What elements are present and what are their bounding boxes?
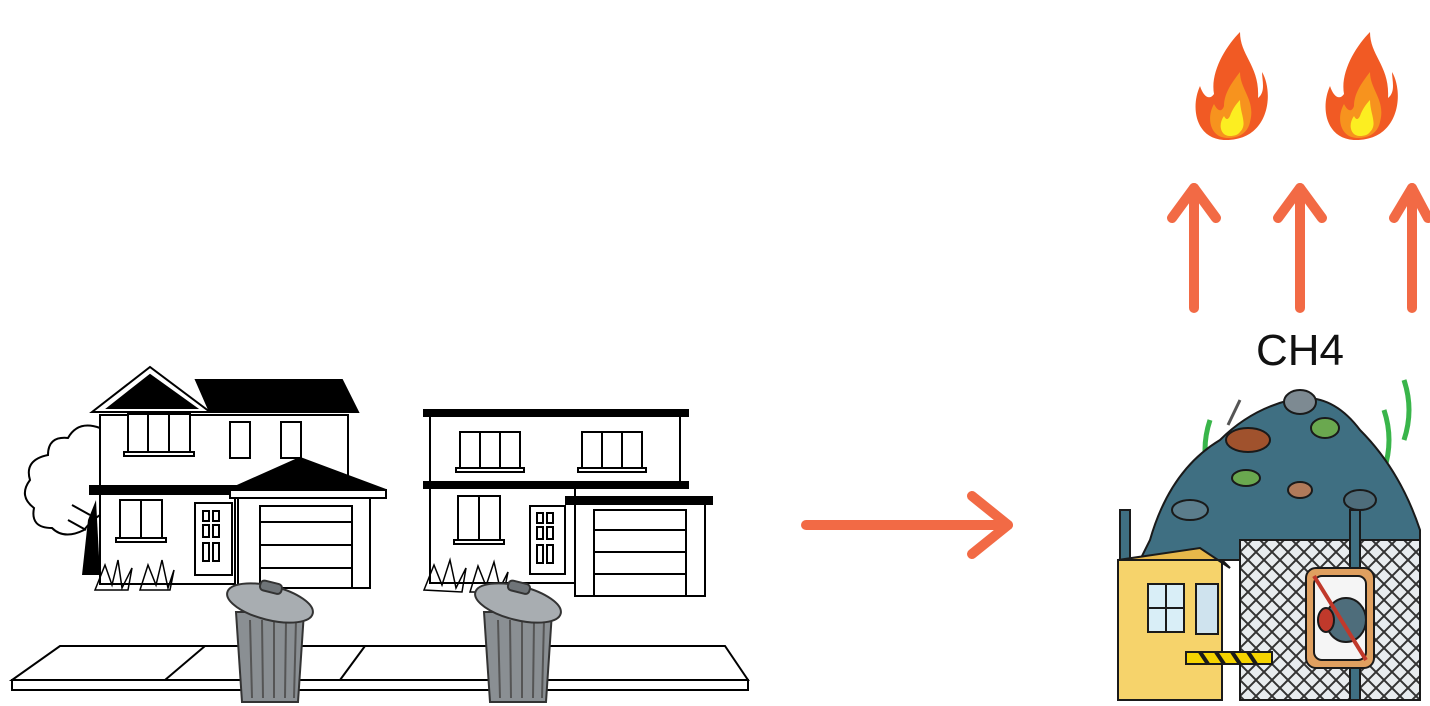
house-icon <box>424 410 712 596</box>
fire-icon <box>1326 32 1398 140</box>
arrow-up-icon <box>1172 188 1216 308</box>
ch4-label: CH4 <box>1240 326 1360 376</box>
arrow-right-icon <box>806 496 1008 554</box>
house-icon <box>90 367 386 588</box>
landfill-icon <box>1118 380 1420 700</box>
sidewalk <box>12 646 748 690</box>
arrow-up-icon <box>1394 188 1428 308</box>
fire-icon <box>1196 32 1268 140</box>
tree-icon <box>25 426 100 575</box>
arrow-up-icon <box>1278 188 1322 308</box>
